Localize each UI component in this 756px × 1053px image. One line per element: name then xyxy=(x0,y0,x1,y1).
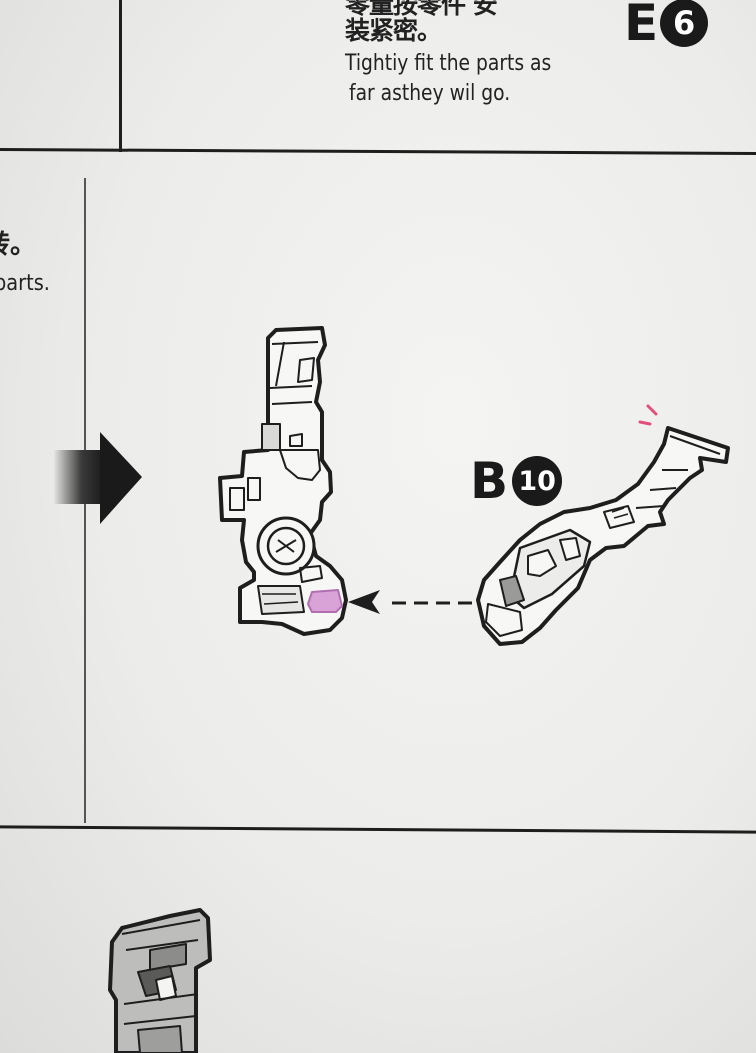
top-part-letter: E xyxy=(624,0,659,52)
top-panel-divider xyxy=(119,0,122,152)
top-panel-en-line-1: Tightiy fit the parts as xyxy=(345,51,552,76)
top-panel-en-line-2: far asthey wil go. xyxy=(349,81,511,106)
attach-direction-arrow xyxy=(348,590,472,614)
top-part-code: E 6 xyxy=(624,0,709,52)
left-panel-cn-fragment: 转。 xyxy=(0,230,37,260)
top-panel-cn-instruction: 零量按零件 安装紧密。 xyxy=(345,0,498,45)
body-assembly-drawing xyxy=(218,326,348,636)
main-part-letter: B xyxy=(470,452,509,510)
top-part-number: 6 xyxy=(660,0,709,47)
main-part-code: B 10 xyxy=(470,452,563,510)
main-part-number: 10 xyxy=(512,456,563,506)
accent-tick-marks xyxy=(638,404,658,426)
part-b10-drawing xyxy=(476,426,730,646)
left-panel-en-fragment: parts. xyxy=(0,271,50,296)
next-step-part-drawing xyxy=(108,908,212,1053)
step-flow-arrow xyxy=(54,432,142,524)
